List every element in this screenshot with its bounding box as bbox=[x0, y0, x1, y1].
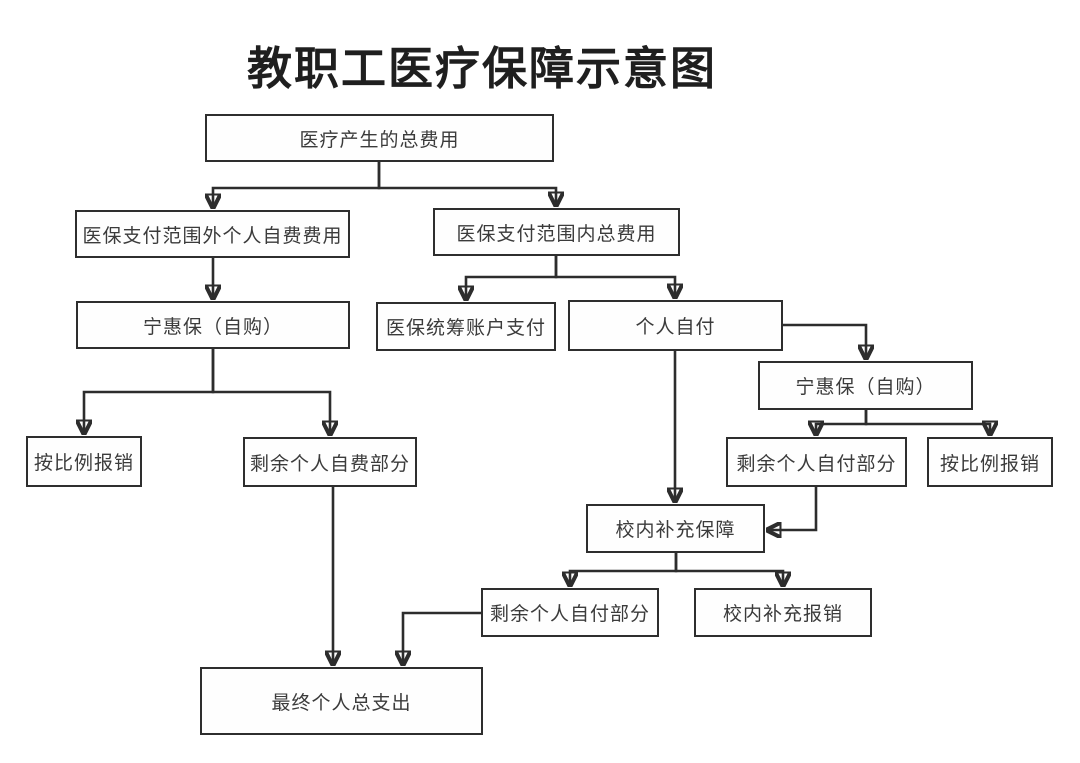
node-ninghuibao-self-purchased-left: 宁惠保（自购） bbox=[76, 301, 350, 349]
node-proportional-reimbursement-right: 按比例报销 bbox=[927, 437, 1053, 487]
node-ninghuibao-self-purchased-right: 宁惠保（自购） bbox=[758, 361, 973, 410]
edge-nhb-right-to-remain-upper bbox=[816, 410, 868, 433]
node-total-medical-cost: 医疗产生的总费用 bbox=[205, 114, 554, 162]
edge-nhb-left-to-prop-left bbox=[84, 349, 215, 432]
edge-nhb-left-to-remain-fee bbox=[211, 349, 330, 433]
edge-inscope-to-pooled bbox=[466, 256, 558, 298]
edge-personal-to-nhb-right bbox=[783, 323, 866, 357]
edge-inscope-to-personal bbox=[554, 256, 675, 296]
node-remaining-self-paid-portion: 剩余个人自费部分 bbox=[243, 437, 417, 487]
node-campus-supplementary-coverage: 校内补充保障 bbox=[586, 504, 765, 553]
edge-remain-lower-to-final bbox=[403, 611, 481, 663]
node-remaining-copay-portion-upper: 剩余个人自付部分 bbox=[726, 437, 907, 487]
node-final-personal-total-expenditure: 最终个人总支出 bbox=[200, 667, 483, 735]
node-proportional-reimbursement-left: 按比例报销 bbox=[26, 436, 142, 487]
edge-campus-ins-to-remain-lower bbox=[570, 553, 678, 584]
edge-campus-ins-to-campus-reimb bbox=[674, 553, 783, 584]
node-remaining-copay-portion-lower: 剩余个人自付部分 bbox=[481, 588, 659, 637]
edge-nhb-right-to-prop-right bbox=[864, 410, 990, 433]
edge-remain-upper-to-campus-ins bbox=[769, 487, 818, 530]
edge-total-to-outscope bbox=[213, 162, 381, 206]
node-personal-copay: 个人自付 bbox=[568, 300, 783, 351]
node-campus-supplementary-reimbursement: 校内补充报销 bbox=[694, 588, 872, 637]
node-pooled-account-payment: 医保统筹账户支付 bbox=[376, 302, 556, 351]
node-out-of-scope-self-paid: 医保支付范围外个人自费费用 bbox=[75, 210, 350, 258]
edge-total-to-inscope bbox=[377, 162, 556, 204]
page-title: 教职工医疗保障示意图 bbox=[246, 43, 717, 94]
node-in-scope-total: 医保支付范围内总费用 bbox=[433, 208, 680, 256]
